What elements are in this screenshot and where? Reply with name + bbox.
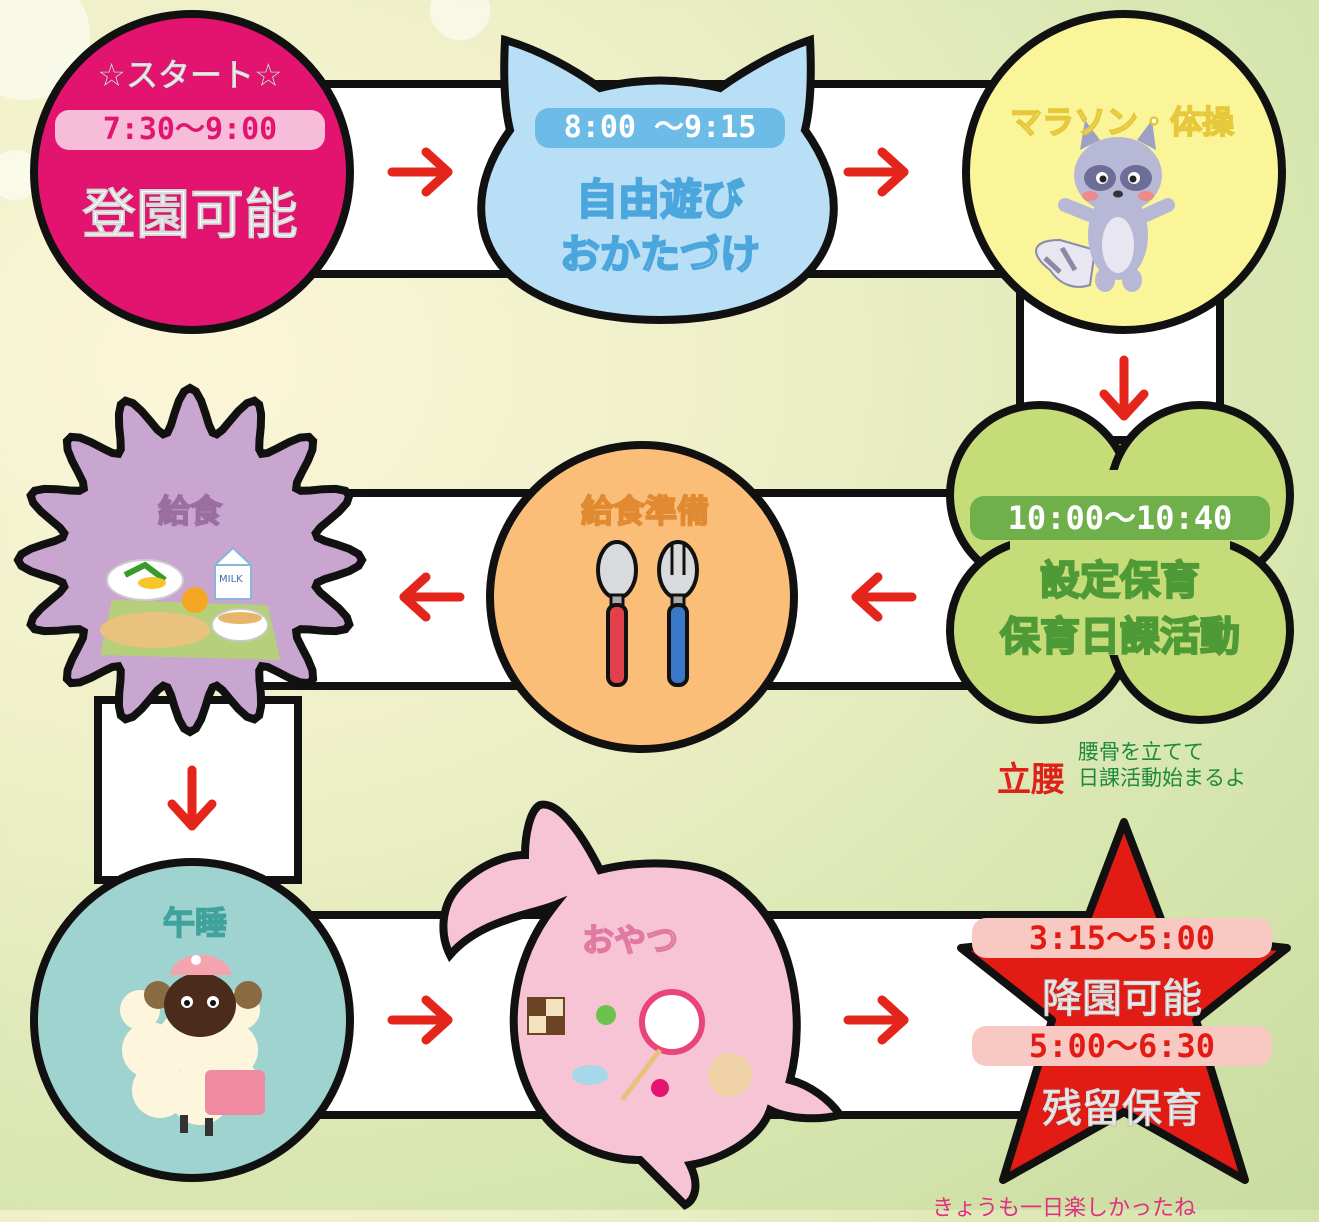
lunch-prep-title: 給食準備 [580, 491, 710, 531]
note-line1: 腰骨を立てて [1078, 740, 1204, 764]
fork-icon [657, 540, 699, 687]
node-lunch-prep-shape [486, 441, 798, 753]
pickup-label-2: 残留保育 [1042, 1086, 1203, 1133]
note-line2: 日課活動始まるよ [1078, 766, 1246, 790]
flow-arrows [167, 147, 1149, 1045]
arrow-right-icon [387, 147, 453, 197]
start-title: ☆スタート☆ [97, 56, 283, 95]
pickup-time-badge-2: 5:00〜6:30 [972, 1026, 1272, 1066]
spoon-icon [596, 540, 638, 687]
arrow-down-icon [167, 765, 217, 831]
arrow-right-icon [843, 995, 909, 1045]
nap-title: 午睡 [162, 903, 228, 943]
footer-text: きょうも一日楽しかったね [932, 1196, 1197, 1221]
free-play-line1: 自由遊び [575, 174, 745, 225]
arrow-left-icon [851, 572, 917, 622]
start-time-badge: 7:30〜9:00 [55, 110, 325, 150]
free-play-time-badge: 8:00 〜9:15 [535, 108, 785, 148]
snack-title: おやつ [581, 920, 679, 960]
raccoon-icon [1035, 120, 1175, 292]
start-label: 登園可能 [82, 183, 299, 247]
set-care-line2: 保育日課活動 [999, 613, 1241, 661]
arrow-right-icon [387, 995, 453, 1045]
node-snack-shape [439, 800, 847, 1210]
milk-label: MILK [219, 574, 243, 585]
sheep-icon [120, 954, 265, 1136]
pickup-time-badge-1: 3:15〜5:00 [972, 918, 1272, 958]
lunch-flower-outline [13, 383, 367, 737]
marathon-title: マラソン・体操 [1009, 102, 1235, 142]
sweets-icon [527, 989, 752, 1102]
node-start-shape [30, 10, 354, 334]
arrow-left-icon [399, 572, 465, 622]
arrow-right-icon [843, 147, 909, 197]
node-lunch-shape: MILK [13, 383, 367, 737]
lunch-title: 給食 [157, 491, 223, 531]
arrow-down-icon [1099, 355, 1149, 421]
pickup-label-1: 降園可能 [1042, 976, 1203, 1023]
set-care-line1: 設定保育 [1039, 557, 1201, 605]
set-care-time-badge: 10:00〜10:40 [970, 496, 1270, 540]
free-play-line2: おかたづけ [559, 231, 761, 279]
ritsuyo-label: 立腰 [997, 760, 1065, 800]
lunch-tray-icon: MILK [100, 546, 280, 660]
